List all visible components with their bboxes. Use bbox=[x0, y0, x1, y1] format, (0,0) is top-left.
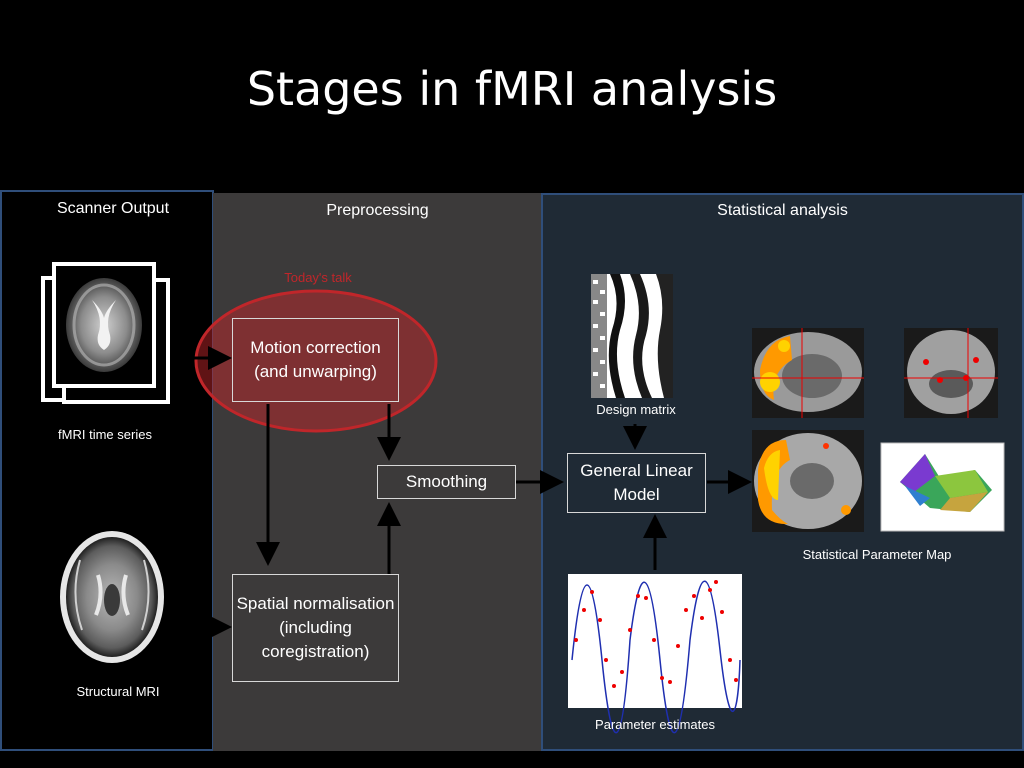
scanner-output-heading: Scanner Output bbox=[56, 200, 170, 217]
highlight-ellipse bbox=[194, 289, 438, 433]
todays-talk-label: Today's talk bbox=[284, 270, 352, 285]
structural-mri-label: Structural MRI bbox=[76, 684, 160, 699]
slide-title: Stages in fMRI analysis bbox=[246, 62, 778, 116]
structural-mri-image bbox=[45, 523, 181, 671]
spm-coronal-image bbox=[904, 328, 998, 418]
glm-box: General Linear Model bbox=[567, 453, 706, 513]
preprocessing-heading: Preprocessing bbox=[326, 202, 429, 219]
smoothing-label: Smoothing bbox=[405, 472, 488, 491]
smoothing-box: Smoothing bbox=[377, 465, 516, 499]
spm-sagittal-image bbox=[752, 328, 864, 418]
parameter-estimates-plot bbox=[568, 574, 742, 734]
spatial-normalisation-label: Spatial normalisation (including coregis… bbox=[236, 594, 395, 661]
statistical-analysis-heading: Statistical analysis bbox=[717, 202, 848, 219]
parameter-estimates-label: Parameter estimates bbox=[595, 717, 715, 732]
design-matrix-label: Design matrix bbox=[596, 402, 676, 417]
fmri-time-series-label: fMRI time series bbox=[58, 427, 152, 442]
glm-label: General Linear Model bbox=[580, 461, 693, 504]
motion-correction-label: Motion correction (and unwarping) bbox=[250, 338, 381, 381]
spm-3d-surface-image bbox=[880, 442, 1005, 532]
spm-axial-image bbox=[752, 430, 864, 532]
spatial-normalisation-box: Spatial normalisation (including coregis… bbox=[232, 574, 399, 682]
fmri-time-series-image bbox=[41, 262, 170, 404]
motion-correction-box: Motion correction (and unwarping) bbox=[232, 318, 399, 402]
design-matrix-image bbox=[591, 274, 673, 398]
spm-label: Statistical Parameter Map bbox=[802, 547, 952, 562]
